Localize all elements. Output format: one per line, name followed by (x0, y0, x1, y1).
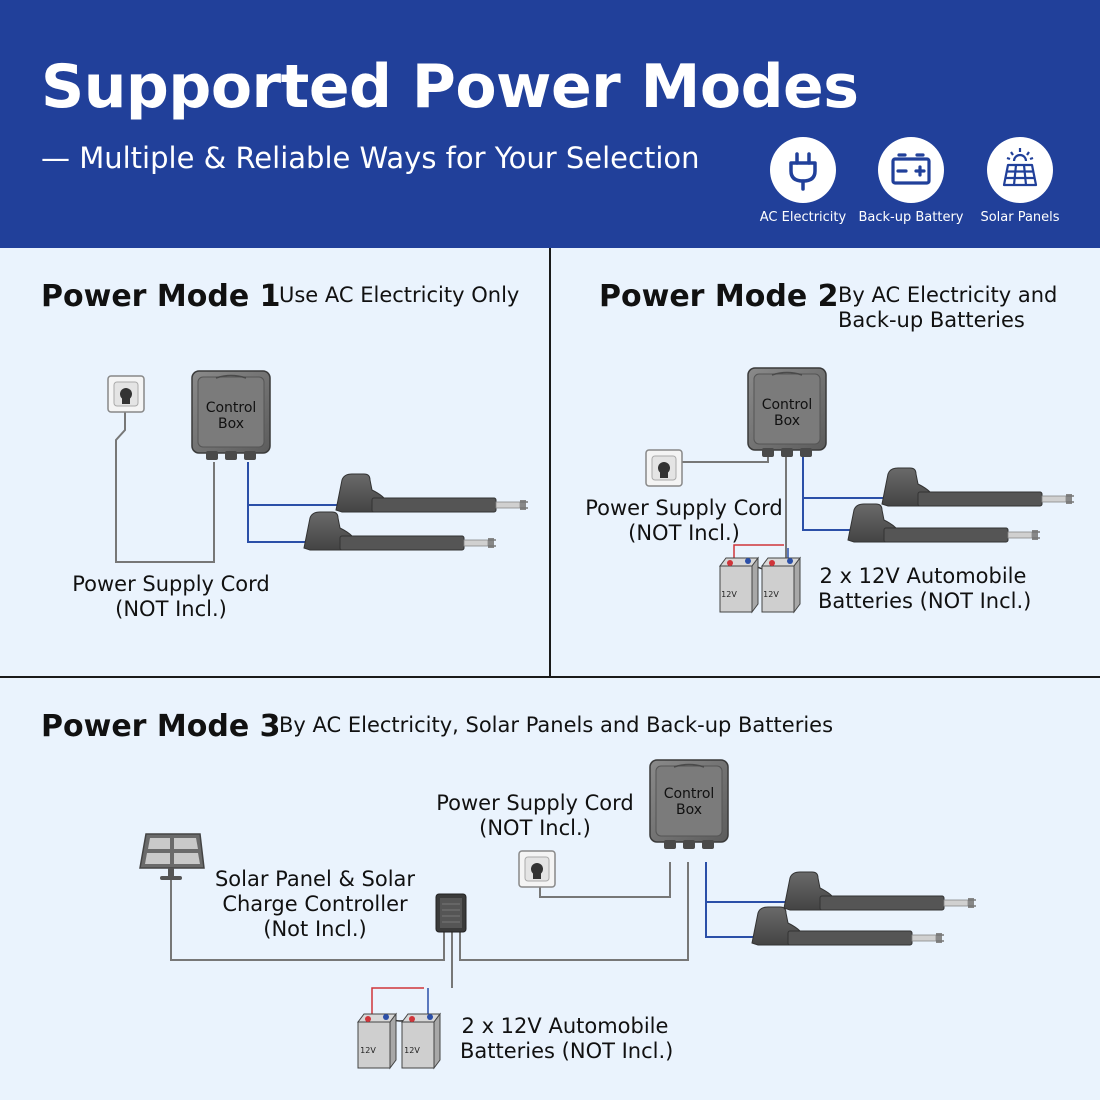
mode2-cord-label-line-1: Power Supply Cord (585, 496, 783, 520)
mode2-cord-label: Power Supply Cord (NOT Incl.) (580, 496, 788, 546)
ac-electricity-label: AC Electricity (759, 210, 847, 225)
mode3-charge-controller (435, 893, 467, 933)
mode2-battery-label-line-1: 2 x 12V Automobile (819, 564, 1027, 588)
mode3-solar-label-line-3: (Not Incl.) (263, 917, 367, 941)
mode3-battery-2 (401, 1013, 441, 1069)
mode1-wall-socket (107, 375, 145, 413)
mode3-battery-1-voltage: 12V (360, 1046, 376, 1055)
mode3-cord-label: Power Supply Cord (NOT Incl.) (432, 791, 638, 841)
mode2-control-box-text-2: Box (774, 413, 800, 429)
mode3-battery-2-voltage: 12V (404, 1046, 420, 1055)
mode3-description: By AC Electricity, Solar Panels and Back… (279, 713, 834, 737)
mode3-actuator-2 (751, 906, 945, 946)
mode2-battery-2-voltage: 12V (763, 590, 779, 599)
mode2-battery-label-line-2: Batteries (NOT Incl.) (818, 589, 1032, 613)
mode3-solar-label-line-1: Solar Panel & Solar (214, 867, 416, 891)
mode1-actuator-1 (335, 473, 529, 513)
mode2-description-line-2: Back-up Batteries (838, 308, 1025, 332)
mode1-control-box-text-1: Control (206, 400, 257, 416)
mode2-control-box-text-1: Control (762, 397, 813, 413)
mode2-title: Power Mode 2 (599, 279, 839, 314)
mode2-diagram (645, 367, 1075, 613)
mode1-diagram (107, 370, 529, 563)
mode2-description: By AC Electricity and Back-up Batteries (838, 283, 1057, 333)
solar-panels-label: Solar Panels (980, 210, 1060, 225)
mode3-wall-socket (518, 850, 556, 888)
mode3-title: Power Mode 3 (41, 709, 281, 744)
mode3-control-box-text-2: Box (676, 802, 702, 818)
mode3-battery-label-line-2: Batteries (NOT Incl.) (460, 1039, 674, 1063)
mode3-diagram (139, 759, 977, 1069)
mode3-control-box-text-1: Control (664, 786, 715, 802)
mode2-battery-1 (719, 557, 759, 613)
mode3-solar-label: Solar Panel & Solar Charge Controller (N… (210, 867, 420, 942)
mode2-actuator-1 (881, 467, 1075, 507)
page-subtitle: — Multiple & Reliable Ways for Your Sele… (41, 141, 700, 175)
mode3-solar-label-line-2: Charge Controller (222, 892, 408, 916)
mode1-cord-label-line-2: (NOT Incl.) (115, 597, 227, 621)
mode2-battery-1-voltage: 12V (721, 590, 737, 599)
mode2-battery-2 (761, 557, 801, 613)
mode2-description-line-1: By AC Electricity and (838, 283, 1058, 307)
mode3-actuator-1 (783, 871, 977, 911)
mode1-title: Power Mode 1 (41, 279, 281, 314)
mode1-actuator-2 (303, 511, 497, 551)
solar-panel-icon (987, 137, 1053, 203)
panel-divider-vertical (549, 248, 551, 677)
mode1-cord-label: Power Supply Cord (NOT Incl.) (68, 572, 274, 622)
mode1-cord-label-line-1: Power Supply Cord (72, 572, 270, 596)
mode3-cord-label-line-1: Power Supply Cord (436, 791, 634, 815)
header-banner: Supported Power Modes — Multiple & Relia… (0, 0, 1100, 248)
plug-icon (770, 137, 836, 203)
mode3-battery-label: 2 x 12V Automobile Batteries (NOT Incl.) (460, 1014, 674, 1064)
mode2-wall-socket (645, 449, 683, 487)
mode2-battery-label: 2 x 12V Automobile Batteries (NOT Incl.) (818, 564, 1032, 614)
panel-divider-horizontal (0, 676, 1100, 678)
backup-battery-label: Back-up Battery (858, 210, 964, 225)
mode1-description: Use AC Electricity Only (279, 283, 520, 307)
mode3-cord-label-line-2: (NOT Incl.) (479, 816, 591, 840)
mode1-control-box-text-2: Box (218, 416, 244, 432)
mode3-battery-label-line-1: 2 x 12V Automobile (461, 1014, 669, 1038)
battery-icon (878, 137, 944, 203)
page-title: Supported Power Modes (41, 52, 859, 122)
mode3-battery-1 (357, 1013, 397, 1069)
mode3-solar-panel (139, 833, 205, 880)
mode2-actuator-2 (847, 503, 1041, 543)
mode2-cord-label-line-2: (NOT Incl.) (628, 521, 740, 545)
